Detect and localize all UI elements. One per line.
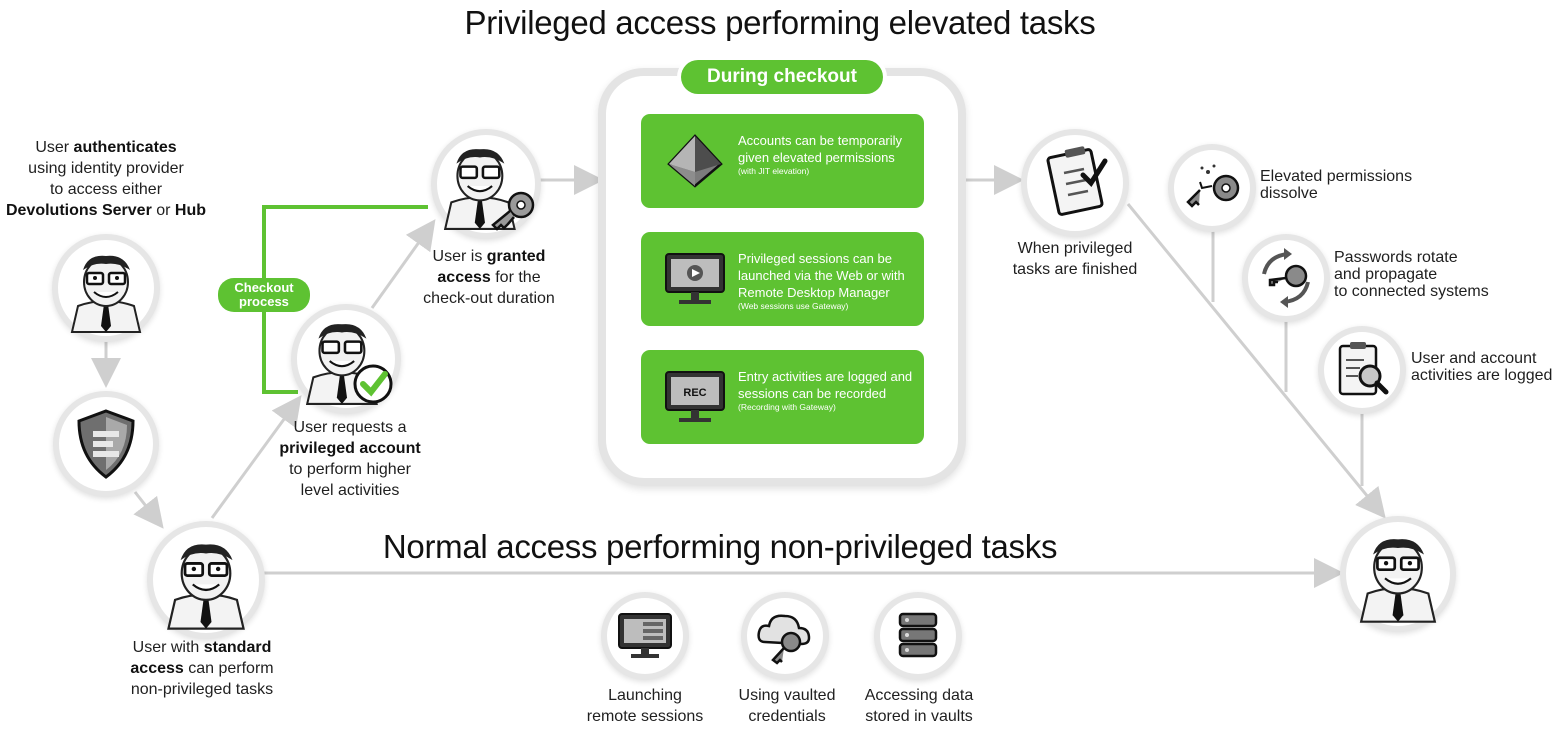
card-text: Privileged sessions can be launched via …: [738, 251, 905, 300]
crystal-icon: [667, 134, 723, 188]
tasks-finished-node: [1027, 135, 1123, 231]
arrow-shield-to-user: [133, 491, 164, 529]
database-icon: [898, 612, 938, 658]
request-label: User requests a privileged account to pe…: [279, 419, 421, 499]
broken-key-icon: [1186, 164, 1240, 208]
rotate-key-icon: [1262, 248, 1310, 308]
card-text: Entry activities are logged and sessions…: [738, 369, 913, 401]
returning-user-node: [1346, 522, 1450, 626]
monitor-play-icon: [665, 253, 725, 304]
session-recording-card: REC Entry activities are logged and sess…: [641, 350, 924, 444]
jit-elevation-card: Accounts can be temporarily given elevat…: [641, 114, 924, 208]
normal-access-title: Normal access performing non-privileged …: [382, 528, 1058, 565]
privileged-sessions-card: Privileged sessions can be launched via …: [641, 232, 924, 326]
cloud-key-icon: [757, 614, 811, 665]
shield-icon: [77, 409, 135, 479]
arrow-finished-to-user: [1126, 203, 1386, 519]
vaulted-credentials-node: [747, 598, 823, 674]
password-rotate-node: [1248, 240, 1324, 316]
during-checkout-title: During checkout: [681, 60, 883, 94]
standard-access-label: User with standard access can perform no…: [130, 639, 274, 698]
vault-data-node: [880, 598, 956, 674]
clipboard-check-icon: [1046, 146, 1108, 216]
card-note: (Recording with Gateway): [738, 402, 836, 412]
request-user-node: [297, 310, 395, 408]
remote-sessions-node: [607, 598, 683, 674]
granted-label: User is granted access for the check-out…: [423, 248, 555, 307]
monitor-rec-icon: REC: [665, 371, 725, 422]
arrow-request-to-granted: [370, 219, 436, 309]
monitor-list-icon: [618, 613, 672, 658]
user-avatar-icon: [167, 544, 245, 630]
rec-label: REC: [683, 387, 706, 399]
clipboard-magnifier-icon: [1338, 342, 1389, 396]
granted-user-node: [437, 135, 535, 233]
user-avatar-icon: [70, 255, 142, 333]
activities-logged-node: [1324, 332, 1400, 408]
card-note: (with JIT elevation): [738, 166, 810, 176]
arrow-user-to-request: [210, 395, 302, 519]
standard-user-node: [153, 527, 259, 633]
identity-shield-node: [59, 397, 153, 491]
authenticate-label: User authenticates using identity provid…: [5, 139, 207, 219]
card-note: (Web sessions use Gateway): [738, 301, 849, 311]
card-text: Accounts can be temporarily given elevat…: [738, 133, 903, 165]
key-icon: [491, 191, 535, 231]
authenticating-user-node: [58, 240, 154, 336]
checkmark-icon: [353, 364, 393, 404]
user-avatar-icon: [1359, 539, 1437, 623]
tasks-finished-label: When privileged tasks are finished: [1012, 240, 1138, 278]
privileged-access-title: Privileged access performing elevated ta…: [464, 4, 1096, 41]
permissions-dissolve-node: [1174, 150, 1250, 226]
